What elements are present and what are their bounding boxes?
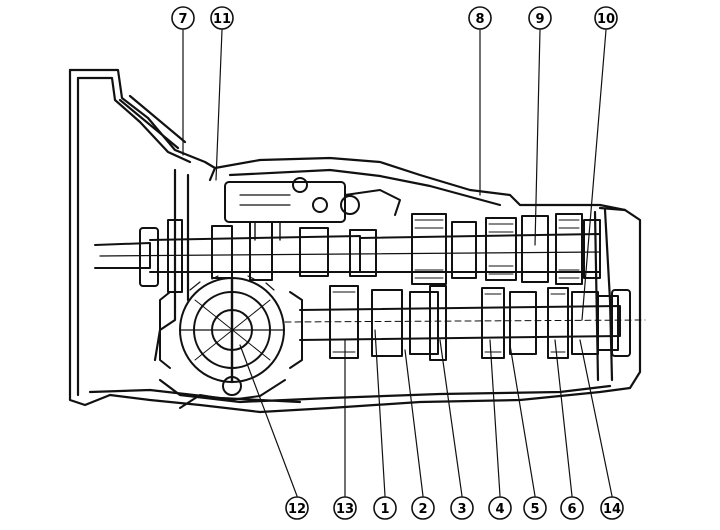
upper-gear-cluster: [211, 213, 601, 285]
svg-text:3: 3: [457, 502, 466, 517]
svg-text:9: 9: [535, 12, 544, 27]
callout-7: 7: [171, 6, 195, 30]
svg-text:10: 10: [597, 12, 615, 27]
svg-text:2: 2: [418, 502, 427, 517]
callout-10: 10: [594, 6, 618, 30]
callout-3: 3: [450, 496, 474, 520]
callout-11: 11: [210, 6, 234, 30]
svg-text:13: 13: [336, 502, 354, 517]
differential-assembly: [159, 275, 303, 409]
svg-text:4: 4: [495, 502, 504, 517]
callout-14: 14: [600, 496, 624, 520]
svg-text:1: 1: [380, 502, 389, 517]
callout-6: 6: [560, 496, 584, 520]
svg-text:5: 5: [530, 502, 539, 517]
callout-8: 8: [468, 6, 492, 30]
svg-text:6: 6: [567, 502, 576, 517]
callout-4: 4: [488, 496, 512, 520]
callout-12: 12: [285, 496, 309, 520]
transmission-housing: [68, 68, 642, 414]
leader-lines: [182, 29, 613, 497]
callout-1: 1: [373, 496, 397, 520]
svg-text:7: 7: [178, 12, 187, 27]
callout-5: 5: [523, 496, 547, 520]
callout-2: 2: [411, 496, 435, 520]
svg-text:12: 12: [288, 502, 306, 517]
svg-text:14: 14: [603, 502, 621, 517]
callout-9: 9: [528, 6, 552, 30]
svg-text:11: 11: [213, 12, 231, 27]
shift-mechanism: [224, 177, 401, 241]
callout-13: 13: [333, 496, 357, 520]
svg-text:8: 8: [475, 12, 484, 27]
output-shaft: [284, 285, 646, 361]
